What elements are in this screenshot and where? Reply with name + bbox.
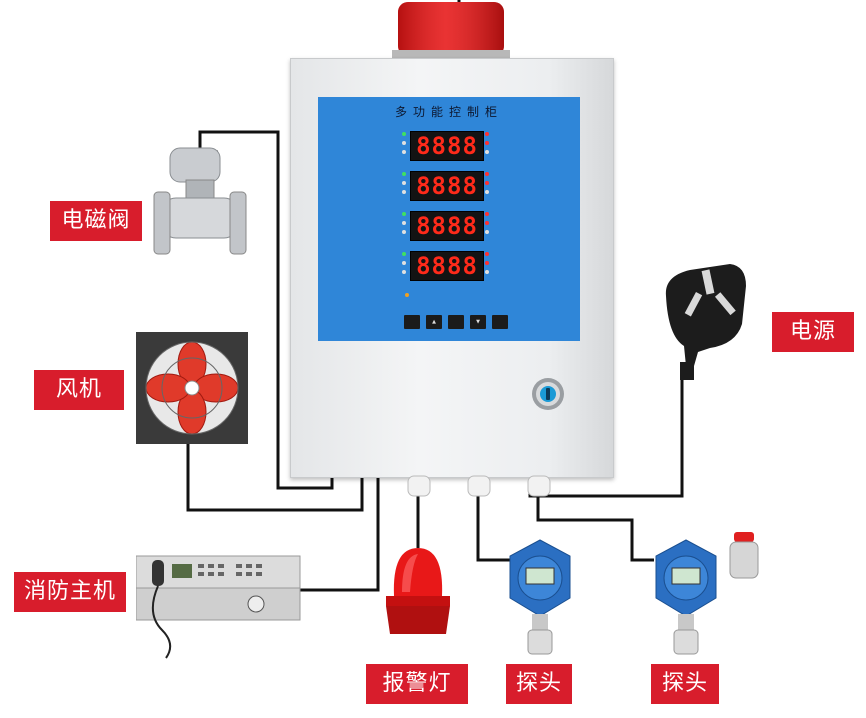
wire-probe-2 bbox=[536, 496, 654, 562]
wire-fire-host bbox=[300, 476, 380, 592]
label-alarm-light: 报警灯 bbox=[366, 664, 468, 704]
wire-probe-1 bbox=[476, 496, 514, 562]
control-cabinet: 多功能控制柜 8888 8888 8888 8888 ▲ ▼ bbox=[290, 58, 614, 478]
alarm-light-icon bbox=[386, 548, 450, 634]
channel-2-display: 8888 bbox=[410, 171, 484, 201]
channel-3: 8888 bbox=[384, 211, 508, 241]
key-1[interactable] bbox=[404, 315, 420, 329]
wire-fan bbox=[186, 444, 364, 512]
label-probe-1: 探头 bbox=[506, 664, 572, 704]
panel-title: 多功能控制柜 bbox=[394, 105, 503, 119]
status-led bbox=[405, 293, 409, 297]
fan-icon bbox=[136, 332, 248, 444]
label-solenoid-valve: 电磁阀 bbox=[50, 201, 142, 241]
cable-glands bbox=[407, 475, 551, 497]
key-lock-icon bbox=[532, 378, 564, 410]
key-up[interactable]: ▲ bbox=[426, 315, 442, 329]
front-panel: 多功能控制柜 8888 8888 8888 8888 ▲ ▼ bbox=[318, 97, 580, 341]
channel-1: 8888 bbox=[384, 131, 508, 161]
channel-3-display: 8888 bbox=[410, 211, 484, 241]
solenoid-valve-icon bbox=[153, 147, 247, 255]
power-plug-icon bbox=[665, 264, 746, 380]
channel-4-display: 8888 bbox=[410, 251, 484, 281]
gas-probe-2-icon bbox=[655, 532, 759, 655]
key-down[interactable]: ▼ bbox=[470, 315, 486, 329]
fire-host-icon bbox=[136, 555, 301, 659]
key-3[interactable] bbox=[448, 315, 464, 329]
channel-4: 8888 bbox=[384, 251, 508, 281]
channel-1-display: 8888 bbox=[410, 131, 484, 161]
label-fire-host: 消防主机 bbox=[14, 572, 126, 612]
gas-probe-1-icon bbox=[509, 539, 571, 655]
top-alarm-beacon bbox=[392, 2, 510, 60]
label-power: 电源 bbox=[772, 312, 854, 352]
channel-2: 8888 bbox=[384, 171, 508, 201]
label-probe-2: 探头 bbox=[651, 664, 719, 704]
label-fan: 风机 bbox=[34, 370, 124, 410]
key-5[interactable] bbox=[492, 315, 508, 329]
